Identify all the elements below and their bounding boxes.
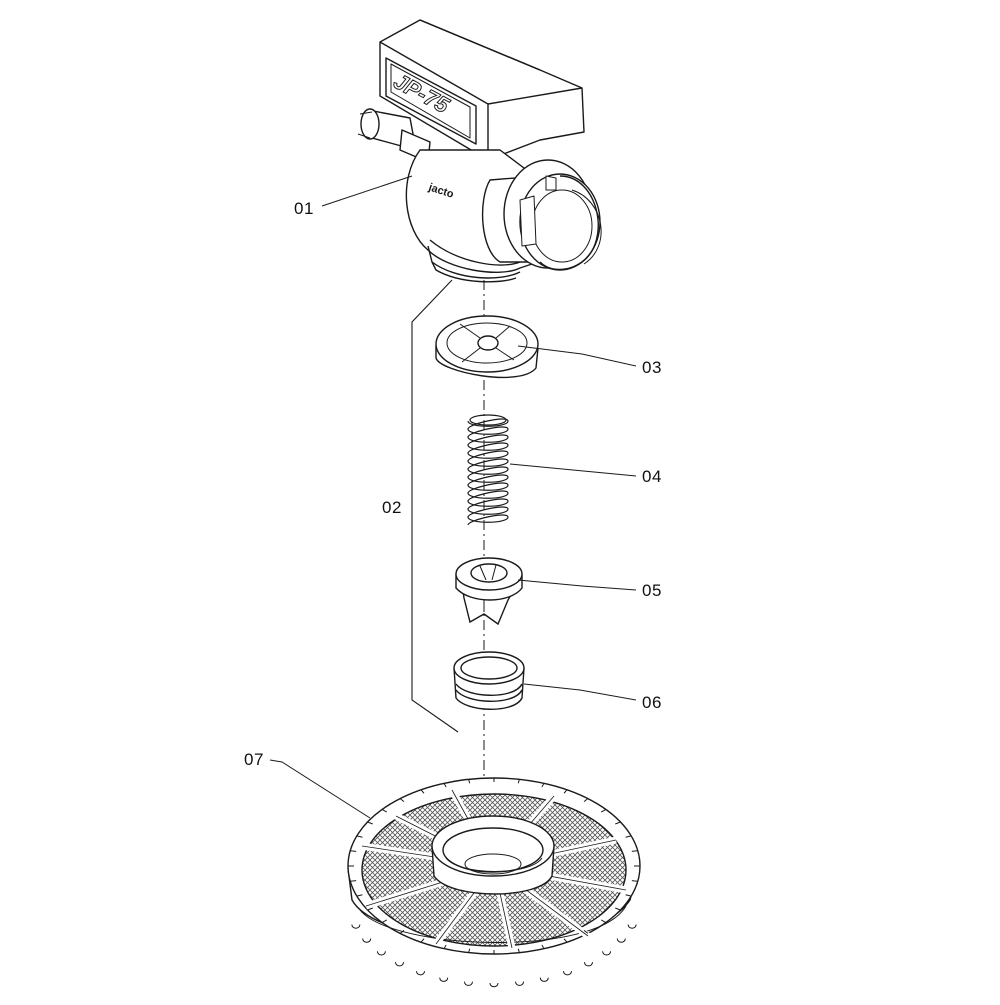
callout-03: 03 bbox=[642, 358, 662, 377]
rim-notch bbox=[601, 808, 607, 813]
rim-scallop bbox=[515, 981, 525, 986]
rim-notch bbox=[443, 944, 447, 949]
part-01-valve-body bbox=[357, 19, 602, 283]
rim-notch bbox=[615, 821, 621, 825]
rim-notch bbox=[381, 919, 387, 924]
spring-coil bbox=[467, 482, 509, 494]
leader-07 bbox=[269, 759, 371, 819]
rim-notch bbox=[399, 798, 405, 803]
leader-lines bbox=[269, 175, 637, 819]
part-03-disc bbox=[435, 315, 539, 379]
leader-03 bbox=[517, 345, 637, 367]
spring-coil bbox=[467, 514, 509, 526]
spring-coil bbox=[467, 450, 509, 462]
spring-coil bbox=[467, 466, 509, 478]
leader-04 bbox=[509, 463, 637, 477]
rim-notch bbox=[468, 779, 471, 784]
rim-scallop bbox=[583, 962, 593, 967]
leader-05 bbox=[517, 579, 637, 591]
rim-notch bbox=[517, 779, 520, 784]
rim-notch bbox=[350, 850, 357, 852]
part-07-strainer-base bbox=[347, 777, 641, 988]
rim-notch bbox=[583, 798, 589, 803]
rim-scallop bbox=[376, 951, 386, 956]
rim-notch bbox=[381, 808, 387, 813]
rim-notch bbox=[399, 929, 405, 934]
rim-notch bbox=[563, 938, 568, 943]
callout-04: 04 bbox=[642, 467, 662, 486]
rim-scallop bbox=[616, 938, 626, 943]
part-05-valve-seat bbox=[455, 557, 523, 626]
rim-scallop bbox=[602, 951, 612, 956]
rim-notch bbox=[367, 821, 373, 825]
rim-notch bbox=[541, 783, 545, 788]
rim-scallop bbox=[563, 970, 572, 976]
rim-notch bbox=[468, 948, 471, 953]
rim-notch bbox=[350, 880, 357, 882]
rim-scallop bbox=[395, 962, 405, 967]
part-06-bushing bbox=[453, 651, 525, 710]
rim-notch bbox=[517, 948, 520, 953]
spring-coil bbox=[467, 426, 509, 438]
callout-06: 06 bbox=[642, 693, 662, 712]
spring-coil bbox=[467, 458, 509, 470]
spring-coil bbox=[467, 434, 509, 446]
rim-scallop bbox=[489, 982, 499, 988]
spring-top-coil bbox=[469, 414, 507, 426]
callout-02: 02 bbox=[382, 498, 402, 517]
part-04-spring bbox=[467, 414, 509, 526]
rim-scallop bbox=[539, 977, 549, 982]
spring-coil bbox=[467, 474, 509, 486]
rim-scallop bbox=[351, 924, 361, 929]
spring-coil bbox=[467, 498, 509, 510]
rim-notch bbox=[356, 894, 363, 897]
leader-01 bbox=[321, 175, 413, 207]
assembly-bracket-02 bbox=[411, 279, 459, 733]
callout-05: 05 bbox=[642, 581, 662, 600]
rim-notch bbox=[563, 789, 568, 794]
rim-notch bbox=[625, 835, 632, 838]
rim-notch bbox=[356, 835, 363, 838]
callout-07: 07 bbox=[244, 750, 264, 769]
rim-notch bbox=[541, 944, 545, 949]
rim-notch bbox=[631, 880, 638, 882]
rim-notch bbox=[443, 783, 447, 788]
rim-notch bbox=[420, 789, 425, 794]
rim-notch bbox=[631, 850, 638, 852]
rim-scallop bbox=[627, 924, 637, 929]
rim-scallop bbox=[416, 970, 425, 976]
rim-scallop bbox=[463, 981, 473, 986]
rim-notch bbox=[601, 919, 607, 924]
rim-notch bbox=[420, 938, 425, 943]
spring-coil bbox=[467, 442, 509, 454]
callout-01: 01 bbox=[294, 199, 314, 218]
leader-06 bbox=[523, 683, 637, 701]
rim-scallop bbox=[362, 938, 372, 943]
rim-notch bbox=[625, 894, 632, 897]
spring-coil bbox=[467, 506, 509, 518]
spring-coil bbox=[467, 490, 509, 502]
rim-scallop bbox=[439, 977, 449, 982]
rim-notch bbox=[367, 907, 373, 911]
rim-notch bbox=[583, 929, 589, 934]
rim-notch bbox=[615, 907, 621, 911]
